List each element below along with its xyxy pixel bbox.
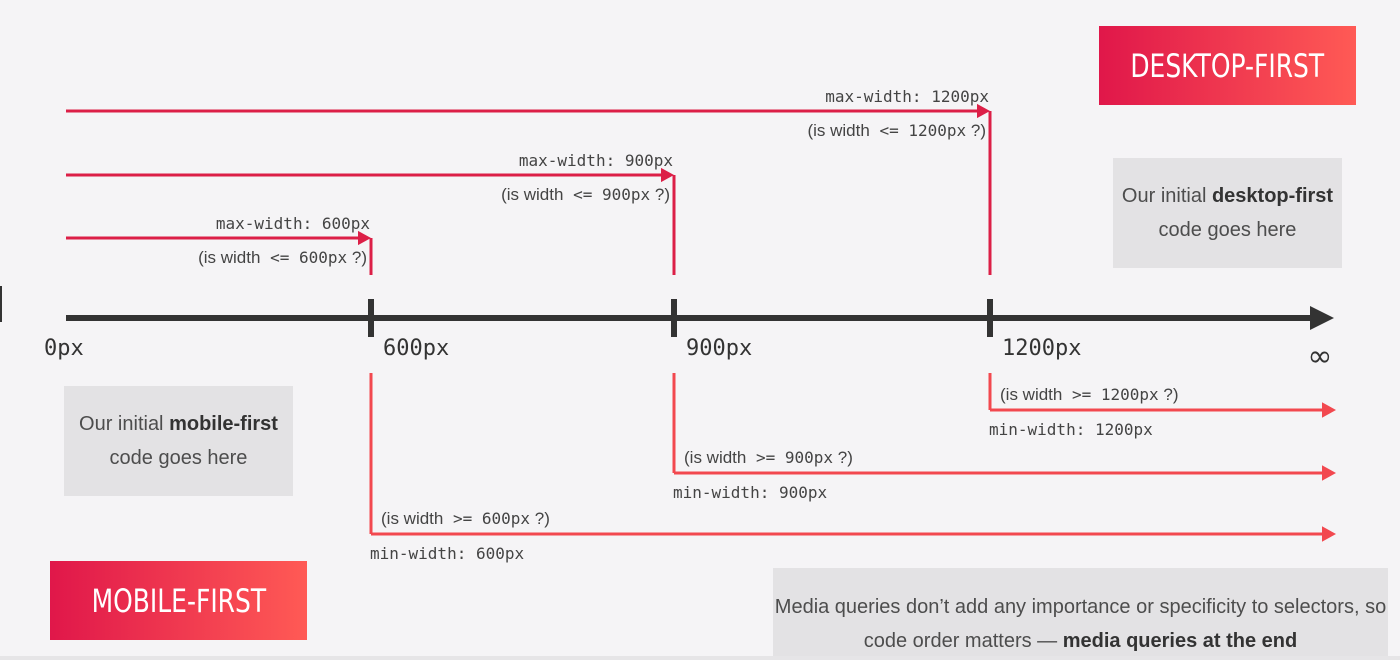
max-row-arrow-600	[358, 230, 371, 246]
desktop-note-bold: desktop-first	[1211, 185, 1334, 207]
max-query-label-1200: max-width: 1200px	[825, 87, 989, 106]
mobile-first-note: Our initial mobile-first code goes here	[64, 386, 293, 496]
infinity-label: ∞	[1308, 339, 1333, 374]
max-row-arrow-900	[661, 167, 674, 183]
mobile-note-post: code goes here	[109, 447, 248, 469]
desktop-first-note: Our initial desktop-first code goes here	[1113, 158, 1342, 268]
min-question-900: (is width >= 900px ?)	[684, 448, 853, 467]
min-row-arrow-1200	[1322, 402, 1336, 418]
min-query-label-900: min-width: 900px	[673, 483, 827, 502]
min-row-arrow-900	[1322, 465, 1336, 481]
mobile-note-pre: Our initial	[79, 413, 170, 435]
max-query-label-900: max-width: 900px	[519, 151, 673, 170]
max-question-600: (is width <= 600px ?)	[198, 248, 367, 267]
desktop-note-post: code goes here	[1158, 219, 1297, 241]
desktop-note-pre: Our initial	[1121, 185, 1212, 207]
mobile-note-bold: mobile-first	[169, 413, 278, 435]
max-question-900: (is width <= 900px ?)	[501, 185, 670, 204]
axis-label-1200: 1200px	[1002, 336, 1081, 361]
axis-label-900: 900px	[686, 336, 752, 361]
axis-label-600: 600px	[383, 336, 449, 361]
min-question-1200: (is width >= 1200px ?)	[1000, 385, 1179, 404]
bottom-strip	[0, 656, 1400, 660]
max-question-1200: (is width <= 1200px ?)	[807, 121, 986, 140]
axis-label-0: 0px	[44, 336, 84, 361]
max-query-label-600: max-width: 600px	[216, 214, 370, 233]
code-order-note: Media queries don’t add any importance o…	[773, 568, 1388, 660]
mobile-first-label: MOBILE-FIRST	[91, 581, 266, 620]
max-row-arrow-1200	[977, 103, 990, 119]
mobile-first-badge: MOBILE-FIRST	[50, 561, 307, 640]
desktop-first-label: DESKTOP-FIRST	[1130, 46, 1325, 85]
min-query-label-600: min-width: 600px	[370, 544, 524, 563]
axis-arrow	[1310, 306, 1334, 330]
order-note-pre: Media queries don’t add any importance o…	[774, 596, 1387, 652]
order-note-bold: media queries at the end	[1062, 630, 1298, 652]
desktop-first-badge: DESKTOP-FIRST	[1099, 26, 1356, 105]
min-row-arrow-600	[1322, 526, 1336, 542]
min-query-label-1200: min-width: 1200px	[989, 420, 1153, 439]
min-question-600: (is width >= 600px ?)	[381, 509, 550, 528]
